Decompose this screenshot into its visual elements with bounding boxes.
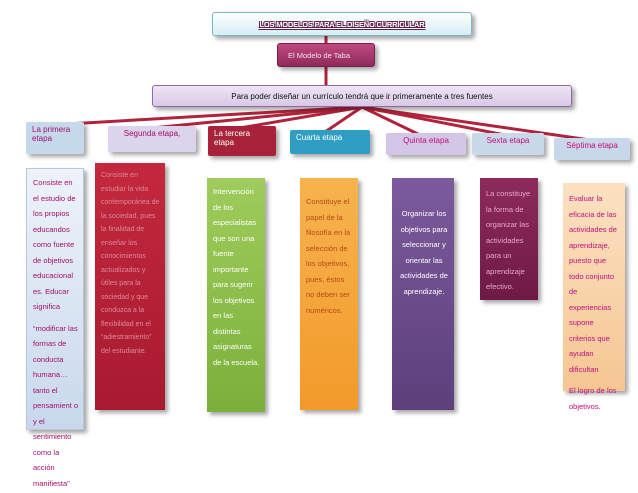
stage-4-header: Cuarta etapa xyxy=(290,130,370,154)
line-to-stage-3 xyxy=(239,105,363,130)
stage-7-content: Evaluar la eficacia de las actividades d… xyxy=(563,183,625,411)
stage-1-header: La primera etapa xyxy=(26,122,84,154)
stage-7-header: Séptima etapa xyxy=(554,138,630,160)
line-to-stage-5 xyxy=(361,105,421,137)
model-name-box: El Modelo de Taba xyxy=(277,43,375,67)
stage-2-paragraph-1: Consiste en estudiar la vida contemporán… xyxy=(101,172,160,355)
stage-3-header: La tercera etapa xyxy=(208,126,276,156)
stage-1-paragraph-1: Consiste en el estudio de los propios ed… xyxy=(33,178,76,311)
stage-4-content: Constituye el papel de la filosofía en l… xyxy=(300,178,358,410)
stage-2-label: Segunda etapa, xyxy=(123,129,181,138)
diagram-title: LOS MODELOS PARA EL DISEÑO CURRICULAR xyxy=(259,19,425,29)
stage-6-content: La constituye la forma de organizar las … xyxy=(480,178,538,300)
stage-2-header: Segunda etapa, xyxy=(108,126,196,152)
stage-3-paragraph-1: Intervención de los especialistas que so… xyxy=(213,187,260,367)
line-to-stage-4 xyxy=(324,105,363,134)
intro-text: Para poder diseñar un currículo tendrá q… xyxy=(231,91,493,101)
stage-1-label: La primera etapa xyxy=(32,125,71,143)
line-to-stage-1 xyxy=(49,105,363,127)
stage-5-label: Quinta etapa xyxy=(403,136,449,145)
stage-6-paragraph-1: La constituye la forma de organizar las … xyxy=(486,189,531,291)
stage-4-label: Cuarta etapa xyxy=(296,133,343,142)
intro-box: Para poder diseñar un currículo tendrá q… xyxy=(152,85,572,107)
stage-2-content: Consiste en estudiar la vida contemporán… xyxy=(95,163,165,410)
stage-5-content: Organizar los objetivos para seleccionar… xyxy=(392,178,454,410)
stage-7-paragraph-1: Evaluar la eficacia de las actividades d… xyxy=(569,194,617,374)
stage-3-content: Intervención de los especialistas que so… xyxy=(207,178,265,412)
stage-7-label: Séptima etapa xyxy=(566,141,618,150)
stage-5-header: Quinta etapa xyxy=(386,133,466,155)
diagram-title-box: LOS MODELOS PARA EL DISEÑO CURRICULAR xyxy=(212,12,472,36)
stage-6-header: Sexta etapa xyxy=(472,133,544,155)
stage-5-paragraph-1: Organizar los objetivos para seleccionar… xyxy=(400,209,448,296)
stage-3-label: La tercera etapa xyxy=(214,129,251,147)
stage-7-paragraph-2: El logro de los objetivos. xyxy=(569,386,617,411)
stage-6-label: Sexta etapa xyxy=(486,136,530,145)
model-name: El Modelo de Taba xyxy=(288,51,350,60)
line-to-stage-7 xyxy=(361,105,591,142)
stage-1-content: Consiste en el estudio de los propios ed… xyxy=(26,168,84,488)
line-to-stage-2 xyxy=(151,105,363,130)
stage-1-paragraph-2: “modificar las formas de conducta humana… xyxy=(33,323,79,488)
stage-4-paragraph-1: Constituye el papel de la filosofía en l… xyxy=(306,197,351,315)
